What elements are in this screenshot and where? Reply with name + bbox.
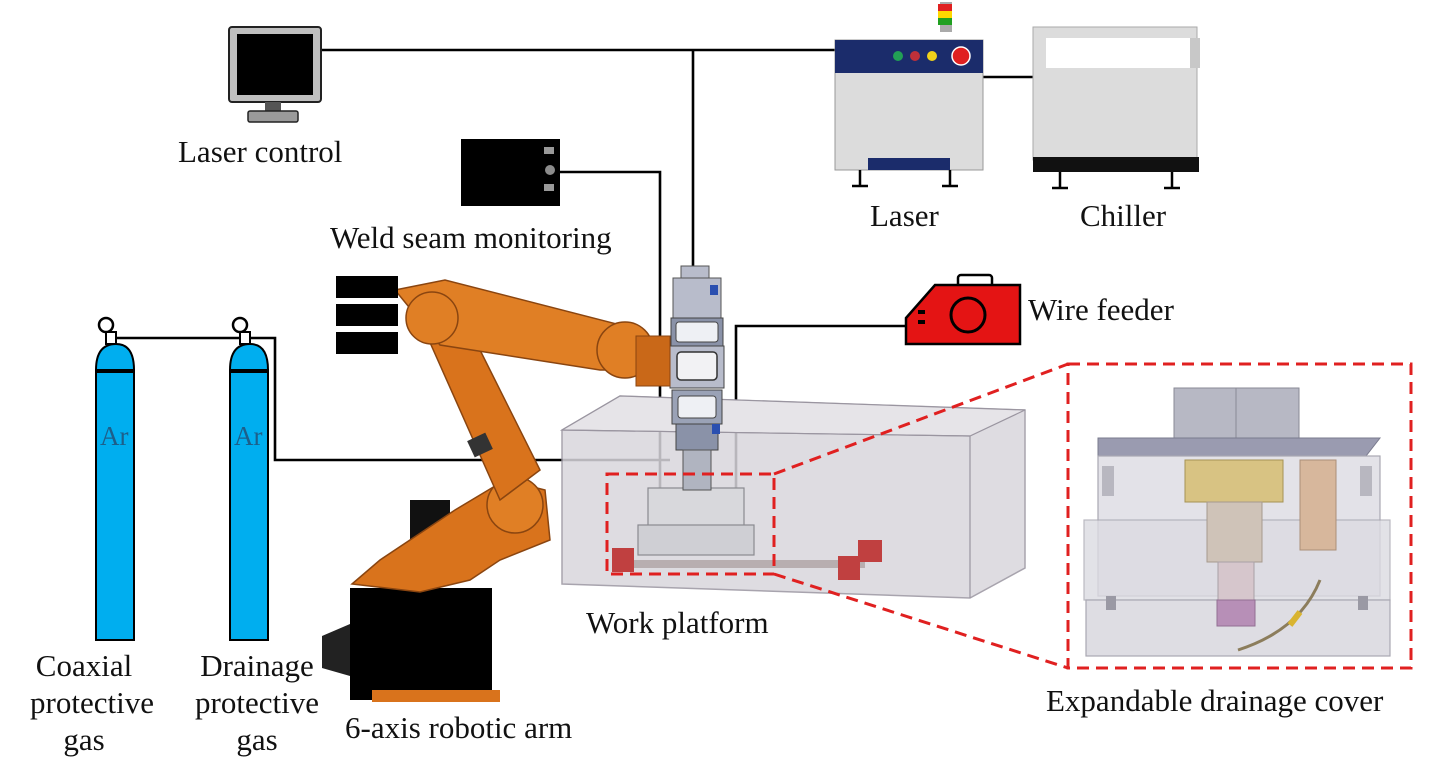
weld-seam-camera: [461, 139, 560, 206]
weld-seam-monitoring-label: Weld seam monitoring: [330, 220, 612, 255]
wire-feeder: [904, 273, 1022, 346]
wire-feeder-label: Wire feeder: [1028, 292, 1175, 327]
laser-label: Laser: [870, 198, 940, 233]
robotic-arm: [322, 276, 671, 702]
coaxial-gas-label: Coaxial protective gas: [30, 648, 154, 757]
drainage-cover-detail: [1083, 387, 1391, 657]
laser-control-monitor: [228, 26, 322, 123]
drainage-gas-label-line-3: gas: [236, 722, 277, 757]
drainage-gas-label-line-1: Drainage: [200, 648, 314, 683]
chiller: [1032, 26, 1200, 190]
work-platform-enclosure: [559, 395, 1026, 599]
drainage-gas-label: Drainage protective gas: [195, 648, 319, 757]
expandable-drainage-cover-label: Expandable drainage cover: [1046, 683, 1384, 718]
drainage-gas-symbol: Ar: [234, 421, 263, 451]
chiller-label: Chiller: [1080, 198, 1167, 233]
coaxial-gas-cylinder: [94, 316, 136, 641]
laser-welding-head: [669, 265, 725, 491]
work-platform-label: Work platform: [586, 605, 769, 640]
wire-gas-line: [112, 336, 670, 462]
coaxial-gas-label-line-3: gas: [63, 722, 104, 757]
coaxial-gas-symbol: Ar: [100, 421, 129, 451]
coaxial-gas-label-line-2: protective: [30, 685, 154, 720]
drainage-gas-cylinder: [228, 316, 270, 641]
coaxial-gas-label-line-1: Coaxial: [36, 648, 132, 683]
drainage-gas-label-line-2: protective: [195, 685, 319, 720]
robotic-arm-label: 6-axis robotic arm: [345, 710, 572, 745]
laser-source: [834, 2, 984, 188]
connection-wires: [112, 48, 1033, 500]
laser-control-label: Laser control: [178, 134, 342, 169]
